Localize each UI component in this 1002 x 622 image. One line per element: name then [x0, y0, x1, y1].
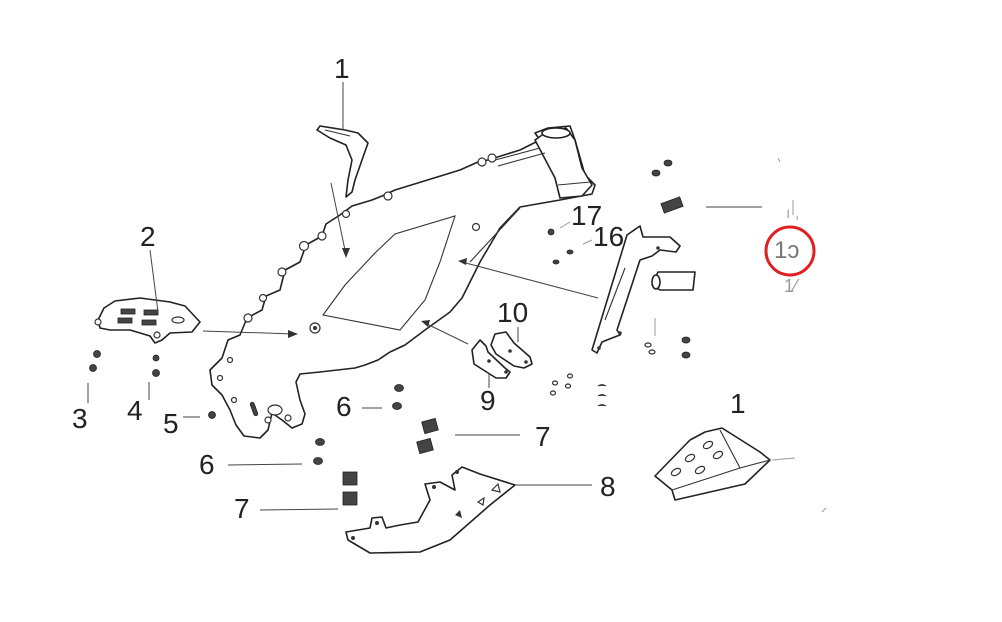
callout-partial-above: ı , [786, 205, 799, 222]
callout-5: 5 [163, 408, 179, 439]
callout-7-b: 7 [234, 493, 250, 524]
callout-17: 17 [571, 200, 602, 231]
callout-6-b: 6 [199, 449, 215, 480]
right-bracket [458, 159, 762, 407]
hardware-16-17 [547, 221, 593, 265]
highlight-circle [764, 225, 816, 277]
main-frame [209, 125, 596, 439]
part-2-plate [94, 249, 298, 344]
hardware-3-4-5 [87, 350, 216, 419]
callout-2: 2 [140, 221, 156, 252]
callout-labels: 1 2 3 4 5 6 6 7 7 8 9 10 16 17 1 1ɔ 1⁄ ı… [72, 53, 800, 524]
callout-1-right: 1 [730, 388, 746, 419]
leader-2 [149, 249, 159, 313]
hardware-6 [227, 384, 404, 466]
callout-partial-below: 1⁄ [784, 276, 800, 296]
faint-fragments [777, 157, 827, 513]
callout-9: 9 [480, 385, 496, 416]
part-9-10-brackets [421, 320, 533, 388]
leader-1-to-frame [330, 182, 347, 256]
callout-8: 8 [600, 471, 616, 502]
hardware-7 [259, 417, 520, 511]
callout-16: 16 [593, 221, 624, 252]
part-skid-plate [654, 427, 796, 501]
callout-partial-circled: 1ɔ [774, 237, 799, 264]
part-8-bracket [345, 466, 592, 554]
part-1-bracket [316, 82, 369, 258]
callout-6-a: 6 [336, 391, 352, 422]
callout-1-top: 1 [334, 53, 350, 84]
callout-10: 10 [497, 297, 528, 328]
callout-4: 4 [127, 395, 143, 426]
callout-3: 3 [72, 403, 88, 434]
callout-7-a: 7 [535, 421, 551, 452]
leader-2-to-frame [202, 330, 295, 335]
